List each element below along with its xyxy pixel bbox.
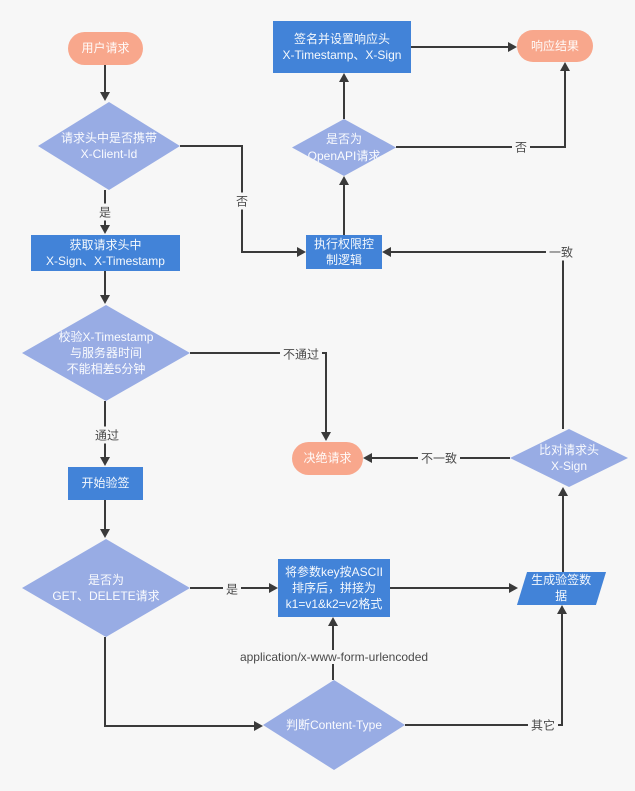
edge-label-fail: 不通过 [279,345,323,363]
node-start: 用户请求 [68,32,143,65]
node-check-method: 是否为 GET、DELETE请求 [22,539,190,637]
edge-label-no-match: 不一致 [417,449,461,467]
connector-line [396,146,566,148]
arrowhead-down-icon [100,92,110,101]
arrowhead-left-icon [363,453,372,463]
arrowhead-right-icon [297,247,306,257]
arrowhead-down-icon [100,295,110,304]
node-check-openapi: 是否为 OpenAPI请求 [292,119,396,176]
arrowhead-up-icon [339,73,349,82]
node-check-client-id: 请求头中是否携带 X-Client-Id [38,102,180,190]
arrowhead-down-icon [100,225,110,234]
connector-line [104,65,106,94]
connector-line [561,614,563,726]
connector-line [405,724,563,726]
connector-line [190,352,326,354]
edge-label-pass: 通过 [91,426,123,444]
arrowhead-down-icon [100,529,110,538]
connector-line [104,271,106,298]
arrowhead-down-icon [321,432,331,441]
connector-line [325,352,327,434]
arrowhead-up-icon [560,62,570,71]
arrowhead-up-icon [557,605,567,614]
connector-line [104,637,106,727]
node-check-content-type: 判断Content-Type [263,680,405,770]
arrowhead-up-icon [339,176,349,185]
edge-label-yes-method: 是 [222,580,242,598]
connector-line [390,587,510,589]
node-get-headers: 获取请求头中 X-Sign、X-Timestamp [31,235,180,271]
connector-line [564,71,566,148]
edge-label-no-openapi: 否 [511,138,531,156]
node-begin-verify: 开始验签 [68,467,143,500]
node-reject: 决绝请求 [292,442,363,475]
arrowhead-right-icon [508,42,517,52]
edge-label-no-client-id: 否 [232,192,252,210]
connector-line [411,46,509,48]
arrowhead-down-icon [100,457,110,466]
node-sort-params: 将参数key按ASCII 排序后，拼接为 k1=v1&k2=v2格式 [278,559,390,617]
connector-line [391,251,564,253]
connector-line [242,251,298,253]
connector-line [562,251,564,429]
connector-line [562,496,564,572]
node-gen-verify-data: 生成验签数 据 [516,572,607,605]
connector-line [104,500,106,531]
node-check-timestamp: 校验X-Timestamp 与服务器时间 不能相差5分钟 [22,305,190,401]
connector-line [104,725,255,727]
arrowhead-right-icon [269,583,278,593]
connector-line [180,145,242,147]
connector-line [343,82,345,119]
connector-line [343,185,345,235]
node-compare-sign: 比对请求头 X-Sign [510,429,628,487]
arrowhead-right-icon [254,721,263,731]
arrowhead-right-icon [509,583,518,593]
arrowhead-left-icon [382,247,391,257]
node-gen-verify-data-label: 生成验签数 据 [531,573,592,604]
arrowhead-up-icon [558,487,568,496]
edge-label-match: 一致 [545,243,577,261]
edge-label-form-urlencoded: application/x-www-form-urlencoded [236,650,432,664]
edge-label-other: 其它 [527,716,559,734]
node-sign-response: 签名并设置响应头 X-Timestamp、X-Sign [273,21,411,73]
arrowhead-up-icon [328,617,338,626]
node-permission-logic: 执行权限控 制逻辑 [306,235,382,269]
node-result: 响应结果 [517,30,593,62]
edge-label-yes-client-id: 是 [95,203,115,221]
